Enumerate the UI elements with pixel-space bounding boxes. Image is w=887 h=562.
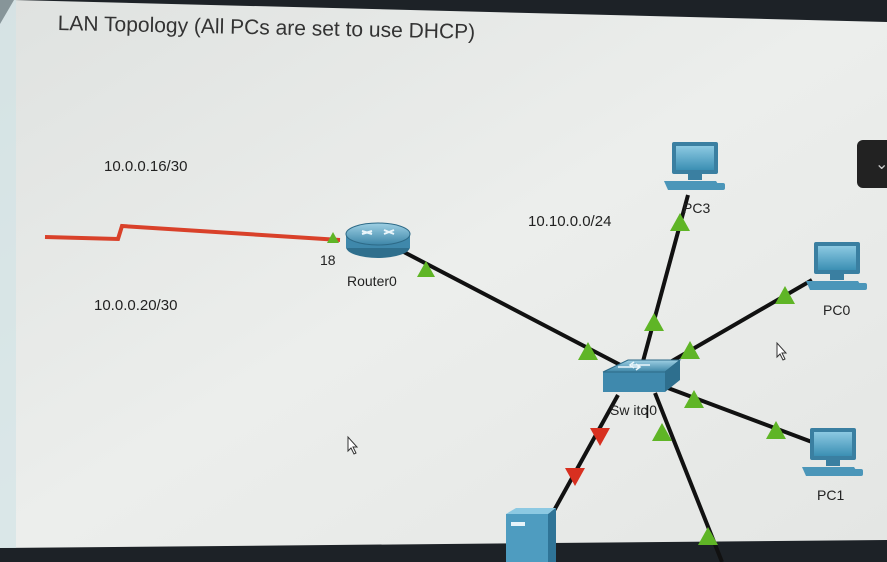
- pc1-label[interactable]: PC1: [817, 487, 845, 503]
- link-up-triangle: [327, 232, 339, 243]
- lower-wan-network-label: 10.0.0.20/30: [94, 297, 178, 314]
- router-icon[interactable]: [345, 222, 411, 258]
- switch-pc1-link[interactable]: [659, 383, 813, 444]
- pc3-label[interactable]: PC3: [683, 200, 711, 216]
- switch-icon[interactable]: [602, 359, 682, 392]
- link-up-triangle: [680, 341, 700, 359]
- left-edge-strip: [0, 0, 16, 548]
- link-up-triangle: [684, 390, 704, 408]
- switch-server-link[interactable]: [544, 394, 620, 526]
- router-name-label[interactable]: Router0: [347, 273, 397, 289]
- side-panel-tab[interactable]: ⌄: [857, 140, 887, 188]
- link-up-triangle: [670, 213, 690, 231]
- chevron-down-icon: ⌄: [875, 156, 887, 173]
- pc0-icon[interactable]: [806, 242, 867, 290]
- link-up-indicators: [327, 213, 795, 545]
- link-up-triangle: [652, 423, 672, 441]
- link-up-triangle: [775, 286, 795, 304]
- lan-network-label: 10.10.0.0/24: [528, 213, 612, 230]
- mouse-cursor-icon: [347, 435, 359, 455]
- link-down-triangle: [590, 428, 610, 446]
- link-up-triangle: [644, 313, 664, 331]
- link-up-triangle: [417, 261, 435, 277]
- link-up-triangle: [766, 421, 786, 439]
- switch-name-obscured: |: [645, 402, 650, 418]
- switch-name-label[interactable]: Sw itc|0: [610, 402, 657, 418]
- pc3-icon[interactable]: [664, 142, 725, 190]
- server-icon[interactable]: [506, 508, 556, 562]
- upper-wan-network-label: 10.0.0.16/30: [104, 158, 188, 175]
- link-up-triangle: [698, 527, 718, 545]
- mouse-cursor-icon: [776, 341, 788, 361]
- link-up-triangle: [578, 342, 598, 360]
- link-down-triangle: [565, 468, 585, 486]
- link-down-indicators: [565, 428, 610, 486]
- switch-name-text: Sw itc: [610, 402, 648, 418]
- serial-link[interactable]: [44, 223, 341, 242]
- pc0-label[interactable]: PC0: [823, 302, 851, 318]
- router-port-label: 18: [320, 252, 336, 268]
- pc1-icon[interactable]: [802, 428, 863, 476]
- switch-name-tail: 0: [649, 402, 658, 418]
